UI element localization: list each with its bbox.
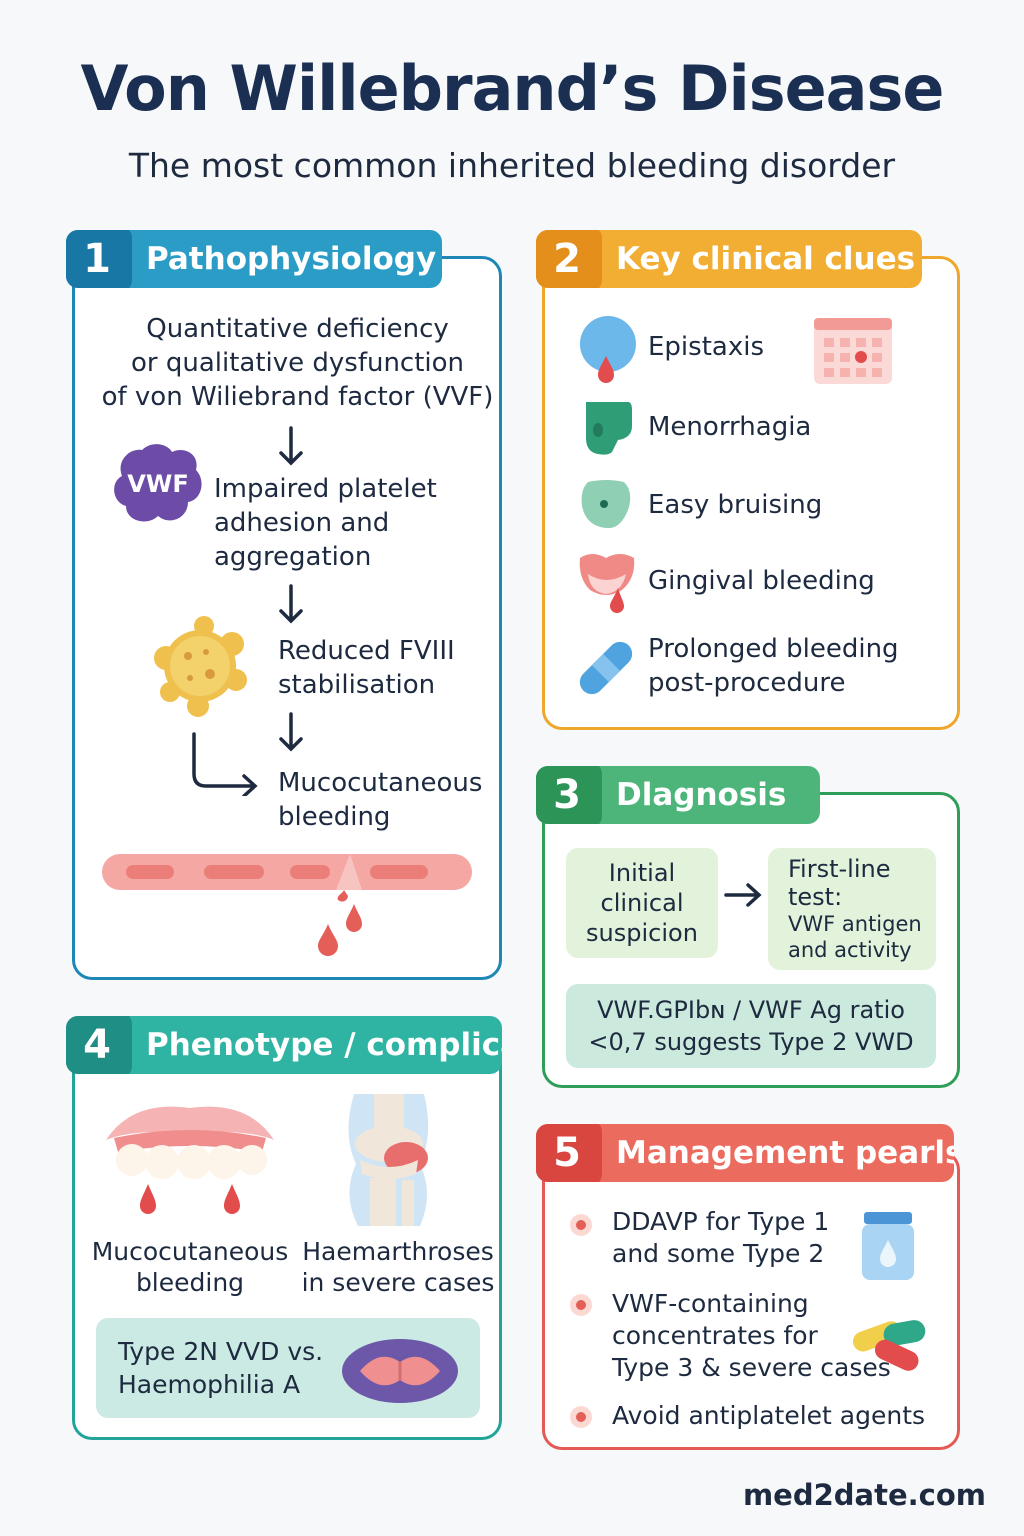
clue-label: Menorrhagia [648, 412, 812, 442]
panel-title: Management pearls [616, 1135, 954, 1171]
panel-number: 4 [66, 1016, 132, 1074]
panel-number: 5 [536, 1124, 602, 1182]
diagnosis-header: 3 Dlagnosis [536, 766, 820, 824]
bruise-icon [581, 480, 631, 529]
medicine-bottle-icon [862, 1212, 914, 1280]
brand-link[interactable]: med2date.com [742, 1478, 986, 1512]
initial-suspicion-box: Initial clinical suspicion [566, 848, 718, 958]
pathophysiology-step-platelet: Impaired platelet adhesion and aggregati… [214, 474, 437, 572]
vwf-badge-label: VWF [127, 470, 189, 498]
bullet-icon [570, 1406, 592, 1428]
down-arrow-icon [279, 426, 303, 466]
page-title: Von Willebrand’s Disease [80, 52, 945, 125]
clue-label: Gingival bleeding [648, 566, 875, 596]
clue-label: Epistaxis [648, 332, 764, 362]
ratio-box: VWF.GPIbɴ / VWF Ag ratio <0,7 suggests T… [566, 984, 936, 1068]
blood-vessel-icon [102, 854, 472, 956]
panel-title: Dlagnosis [616, 777, 787, 813]
management-panel [542, 1150, 960, 1450]
pathophysiology-header: 1 Pathophysiology [66, 230, 442, 288]
management-item: Avoid antiplatelet agents [612, 1401, 926, 1430]
pathophysiology-intro: Quantitative deficiency or qualitative d… [101, 314, 494, 412]
panel-title: Phenotype / complica- [146, 1027, 502, 1063]
management-item: DDAVP for Type 1 and some Type 2 [612, 1207, 830, 1268]
management-item: VWF-containing concentrates for Type 3 &… [612, 1289, 891, 1382]
knee-joint-icon [348, 1094, 429, 1226]
phenotype-caption-mucocutaneous: Mucocutaneous bleeding [91, 1237, 289, 1297]
clue-label-multiline: Prolonged bleeding post-procedure [648, 634, 899, 698]
page-subtitle: The most common inherited bleeding disor… [128, 146, 896, 185]
first-line-test-box: First-line test: VWF antigen and activit… [768, 848, 936, 970]
panel-number: 1 [66, 230, 132, 288]
vwf-molecule-icon [114, 444, 202, 522]
bullet-icon [570, 1294, 592, 1316]
right-arrow-icon [724, 883, 762, 907]
pathophysiology-step-bleeding: Mucocutaneous bleeding [278, 768, 483, 832]
clue-label: Easy bruising [648, 490, 823, 520]
phenotype-caption-haemarthroses: Haemarthroses in severe cases [301, 1237, 495, 1297]
gum-drop-icon [579, 554, 635, 613]
bleeding-gums-icon [106, 1106, 274, 1214]
factor-molecule-icon [342, 1339, 458, 1403]
platelet-icon [154, 616, 247, 717]
panel-title: Key clinical clues [616, 241, 916, 277]
panel-number: 2 [536, 230, 602, 288]
nose-drop-icon [580, 316, 636, 383]
pathophysiology-step-fviii: Reduced FVIII stabilisation [278, 636, 455, 700]
management-header: 5 Management pearls [536, 1124, 954, 1182]
panel-number: 3 [536, 766, 602, 824]
bullet-icon [570, 1214, 592, 1236]
clinical-clues-header: 2 Key clinical clues [536, 230, 922, 288]
down-arrow-icon [279, 584, 303, 624]
phenotype-header: 4 Phenotype / complica- [66, 1016, 502, 1074]
pills-icon [852, 1320, 926, 1371]
bandage-icon [579, 641, 633, 695]
calendar-icon [814, 318, 892, 384]
bent-arrow-icon [192, 732, 258, 796]
panel-title: Pathophysiology [146, 241, 437, 277]
uterus-icon [586, 402, 632, 455]
down-arrow-icon [279, 712, 303, 752]
